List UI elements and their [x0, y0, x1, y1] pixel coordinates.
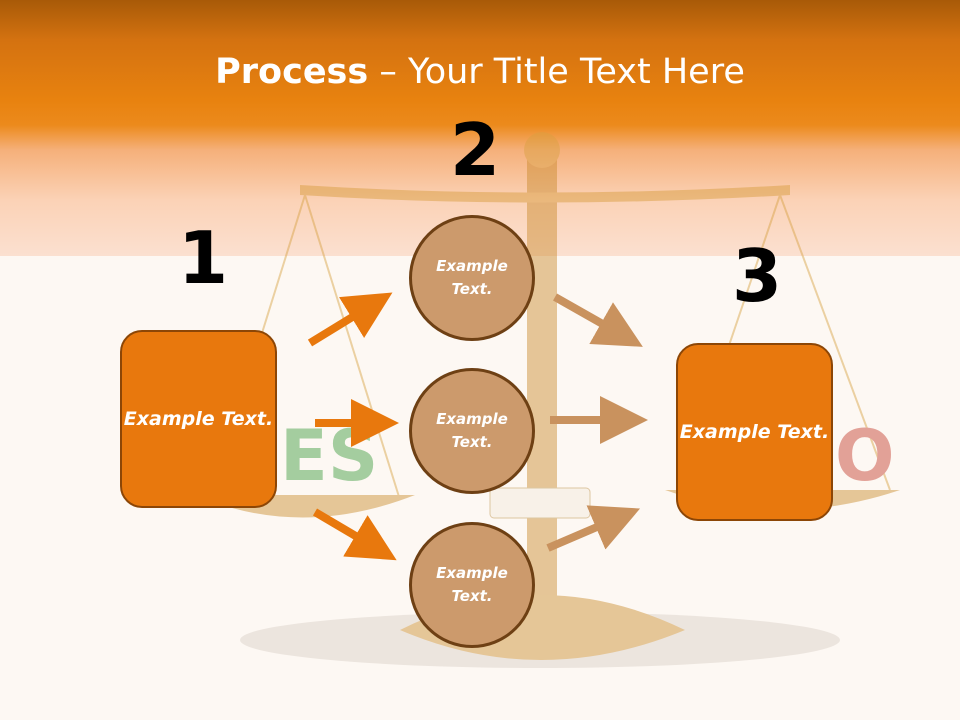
circle-bottom: Example Text.	[409, 522, 535, 648]
title-bold: Process	[215, 52, 369, 92]
circle-middle-label: Example Text.	[436, 409, 508, 451]
step-box-right: Example Text.	[676, 343, 833, 521]
step-number-3: 3	[732, 234, 783, 318]
arrow-left-top	[307, 292, 393, 347]
arrow-right-top	[553, 293, 643, 347]
circle-top-label: Example Text.	[436, 256, 508, 298]
header-band	[0, 0, 960, 256]
page-title: Process – Your Title Text Here	[0, 52, 960, 92]
step-box-left: Example Text.	[120, 330, 277, 508]
circle-middle: Example Text.	[409, 368, 535, 494]
step-number-1: 1	[178, 216, 229, 300]
arrow-left-bottom	[312, 508, 397, 561]
arrow-right-bottom	[546, 505, 641, 552]
step-number-2: 2	[450, 108, 501, 192]
circle-top: Example Text.	[409, 215, 535, 341]
title-rest: – Your Title Text Here	[368, 52, 745, 92]
svg-text:O: O	[835, 415, 895, 497]
circle-bottom-label: Example Text.	[436, 563, 508, 605]
